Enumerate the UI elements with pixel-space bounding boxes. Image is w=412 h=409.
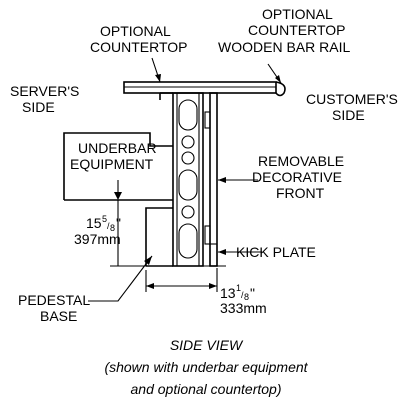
caption-title: SIDE VIEW xyxy=(170,337,244,353)
bar-rail xyxy=(275,81,286,97)
label-pedestal-2: BASE xyxy=(40,308,77,324)
kick-plate xyxy=(209,243,218,267)
caption-line-3: and optional countertop) xyxy=(131,381,282,397)
label-front-2: DECORATIVE xyxy=(252,169,342,185)
svg-text:1: 1 xyxy=(236,283,241,293)
label-front-3: FRONT xyxy=(276,185,325,201)
depth-dimension xyxy=(145,268,218,292)
svg-text:8: 8 xyxy=(110,223,115,233)
label-customers-side-1: CUSTOMER'S xyxy=(306,91,398,107)
svg-text:8: 8 xyxy=(244,292,249,302)
svg-text:/: / xyxy=(241,290,244,300)
label-customers-side-2: SIDE xyxy=(332,107,365,123)
label-optional-countertop-1: OPTIONAL xyxy=(100,23,171,39)
svg-text:15: 15 xyxy=(86,215,102,231)
svg-text:": " xyxy=(250,285,255,301)
height-dimension-label: 15 5 / 8 " 397mm xyxy=(74,214,121,247)
label-optional-countertop-2: COUNTERTOP xyxy=(90,39,188,55)
svg-text:5: 5 xyxy=(102,214,107,224)
label-kick-plate: KICK PLATE xyxy=(236,244,316,260)
height-dimension xyxy=(110,180,144,267)
svg-text:13: 13 xyxy=(220,285,236,301)
label-rail-2: COUNTERTOP xyxy=(248,22,346,38)
label-underbar-1: UNDERBAR xyxy=(78,140,157,156)
label-rail-3: WOODEN BAR RAIL xyxy=(218,39,350,55)
label-underbar-2: EQUIPMENT xyxy=(70,156,154,172)
leader-pedestal xyxy=(88,255,153,302)
label-front-1: REMOVABLE xyxy=(258,153,344,169)
svg-text:397mm: 397mm xyxy=(74,231,121,247)
svg-text:/: / xyxy=(107,221,110,231)
decorative-front-panel xyxy=(204,92,218,267)
caption-line-2: (shown with underbar equipment xyxy=(104,359,308,375)
label-servers-side-1: SERVER'S xyxy=(10,83,79,99)
depth-dimension-label: 13 1 / 8 " 333mm xyxy=(220,283,267,316)
label-servers-side-2: SIDE xyxy=(22,99,55,115)
label-rail-1: OPTIONAL xyxy=(262,6,333,22)
support-column xyxy=(172,92,204,267)
svg-text:333mm: 333mm xyxy=(220,300,267,316)
countertop xyxy=(123,81,277,94)
label-pedestal-1: PEDESTAL xyxy=(18,292,90,308)
svg-text:": " xyxy=(116,215,121,231)
